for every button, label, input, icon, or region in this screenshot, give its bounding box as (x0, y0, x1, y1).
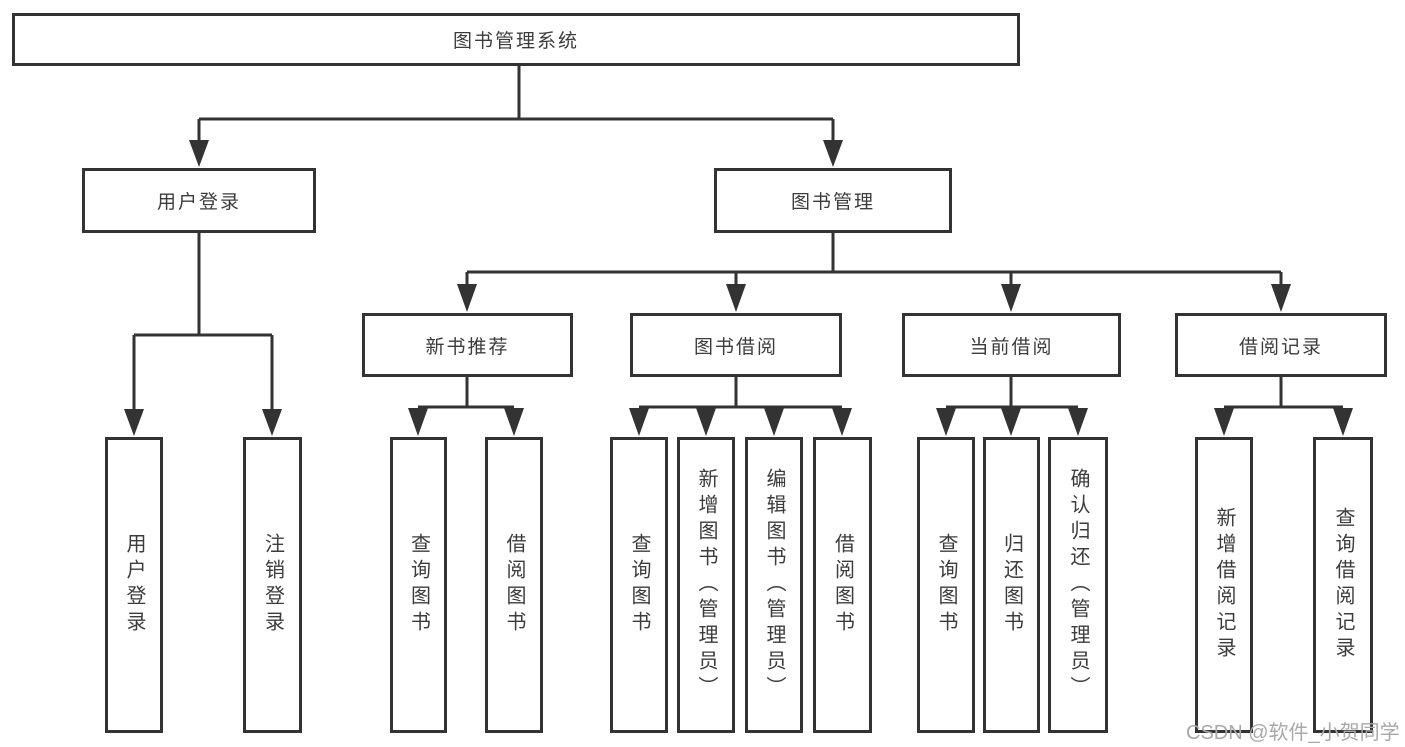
node-label: 图书管理系统 (452, 31, 579, 52)
arrowhead (1001, 408, 1021, 436)
leaf-edit-books-admin: 编辑图书（管理员） (745, 437, 803, 733)
arrowhead (832, 408, 852, 436)
node-label: 用户登录 (156, 192, 241, 213)
leaf-confirm-return-admin: 确认归还（管理员） (1048, 437, 1108, 733)
arrowhead (936, 408, 956, 436)
node-label: 查询借阅记录 (1332, 507, 1354, 663)
arrowhead (457, 284, 477, 312)
arrowhead (504, 408, 524, 436)
arrowhead (1214, 408, 1234, 436)
node-current-borrowing: 当前借阅 (902, 313, 1121, 377)
node-label: 查询图书 (628, 533, 650, 637)
arrowhead (408, 408, 428, 436)
arrowhead (696, 408, 716, 436)
arrowhead (764, 408, 784, 436)
node-new-book-recommendation: 新书推荐 (362, 313, 573, 377)
node-user-login-branch: 用户登录 (82, 168, 316, 233)
arrowhead (823, 140, 843, 167)
node-label: 图书管理 (790, 192, 875, 213)
node-label: 注销登录 (261, 533, 284, 637)
arrowhead (629, 408, 649, 436)
leaf-return-books: 归还图书 (983, 437, 1040, 733)
node-label: 查询图书 (935, 533, 957, 637)
node-borrowing-records: 借阅记录 (1175, 313, 1387, 377)
csdn-watermark: CSDN @软件_小贺同学 (1186, 722, 1400, 744)
arrowhead (189, 140, 209, 167)
leaf-query-books-current: 查询图书 (917, 437, 975, 733)
node-label: 确认归还（管理员） (1067, 468, 1089, 702)
leaf-user-login: 用户登录 (105, 437, 163, 733)
node-book-management-branch: 图书管理 (714, 168, 952, 233)
arrowhead (1271, 284, 1291, 312)
arrowhead (124, 409, 144, 436)
node-label: 借阅图书 (503, 533, 525, 637)
leaf-query-books-borrowing: 查询图书 (610, 437, 668, 733)
node-label: 归还图书 (1000, 533, 1023, 637)
arrowhead (726, 284, 746, 312)
leaf-query-borrow-record: 查询借阅记录 (1313, 437, 1373, 733)
node-label: 新增图书（管理员） (695, 468, 717, 702)
leaf-query-books-recommendation: 查询图书 (390, 437, 447, 733)
leaf-borrow-books-recommendation: 借阅图书 (485, 437, 543, 733)
node-book-borrowing: 图书借阅 (630, 313, 842, 377)
leaf-add-books-admin: 新增图书（管理员） (677, 437, 735, 733)
node-label: 用户登录 (123, 533, 145, 637)
leaf-logout: 注销登录 (243, 437, 302, 733)
leaf-borrow-books: 借阅图书 (813, 437, 872, 733)
node-label: 借阅记录 (1238, 336, 1323, 358)
node-label: 查询图书 (407, 533, 430, 637)
node-book-management-system: 图书管理系统 (12, 13, 1020, 66)
node-label: 新增借阅记录 (1213, 507, 1235, 663)
node-label: 图书借阅 (693, 336, 778, 358)
node-label: 借阅图书 (831, 533, 854, 637)
arrowhead (262, 409, 282, 436)
arrowhead (1001, 284, 1021, 312)
node-label: 当前借阅 (969, 336, 1054, 358)
node-label: 编辑图书（管理员） (763, 468, 785, 702)
node-label: 新书推荐 (425, 336, 510, 358)
arrowhead (1068, 408, 1088, 436)
arrowhead (1333, 408, 1353, 436)
leaf-add-borrow-record: 新增借阅记录 (1195, 437, 1253, 733)
